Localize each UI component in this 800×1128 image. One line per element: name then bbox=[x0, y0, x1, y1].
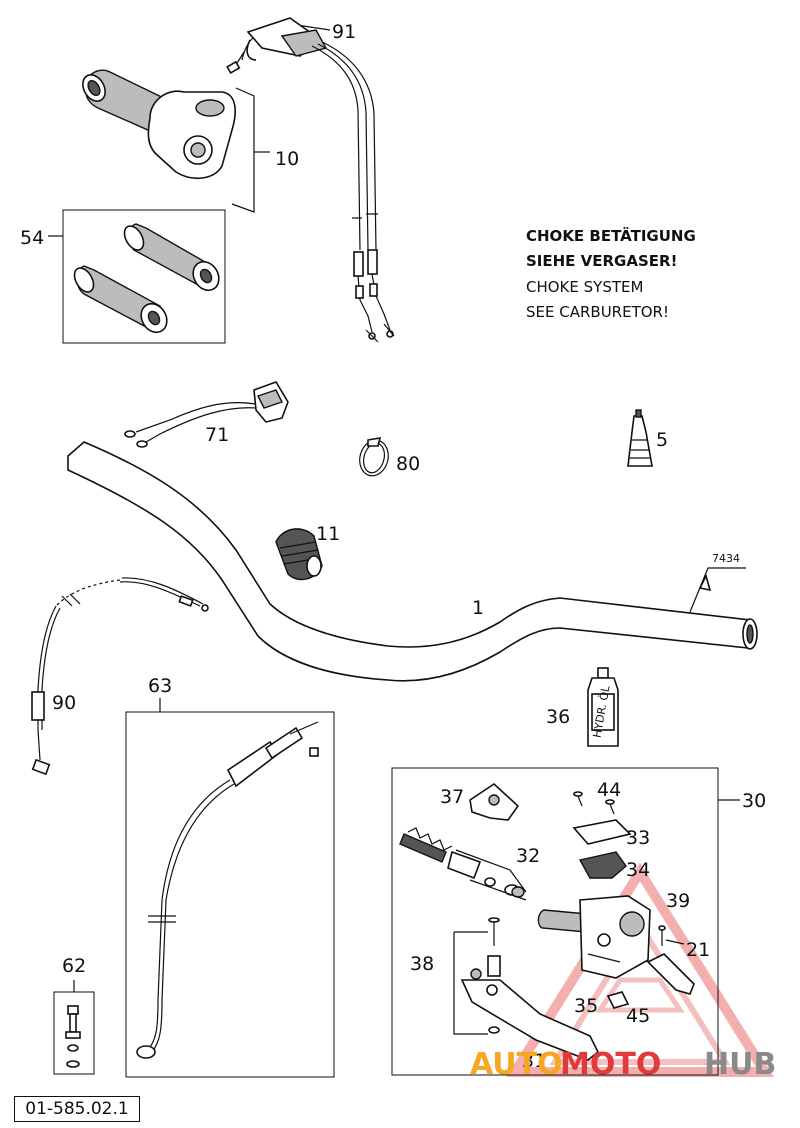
part-number-71: 71 bbox=[205, 424, 229, 446]
part-number-1: 1 bbox=[472, 597, 484, 619]
svg-text:HUB: HUB bbox=[704, 1047, 776, 1082]
part-number-36: 36 bbox=[546, 706, 570, 728]
clamp-ring-part bbox=[359, 437, 389, 477]
svg-text:MOTO: MOTO bbox=[560, 1047, 661, 1082]
reservoir-cover-part bbox=[572, 819, 632, 845]
small-part-35 bbox=[606, 991, 630, 1009]
switch-part-71 bbox=[124, 381, 289, 448]
part-number-44: 44 bbox=[597, 779, 621, 801]
throttle-cables-assembly bbox=[226, 17, 395, 343]
part-number-45: 45 bbox=[626, 1005, 650, 1027]
part-number-37: 37 bbox=[440, 786, 464, 808]
cable-box-63 bbox=[125, 711, 335, 1078]
part-number-30: 30 bbox=[742, 790, 766, 812]
grips-pair-part bbox=[73, 223, 220, 334]
leader-bracket-10 bbox=[231, 87, 255, 213]
part-number-80: 80 bbox=[396, 453, 420, 475]
leader-line-7434 bbox=[689, 567, 746, 613]
part-number-90: 90 bbox=[52, 692, 76, 714]
master-cylinder-body-part bbox=[537, 895, 651, 979]
clutch-cable-part bbox=[136, 721, 319, 1059]
part-number-54: 54 bbox=[20, 227, 44, 249]
brake-lever-part bbox=[460, 968, 600, 1061]
throttle-grip-part bbox=[82, 69, 236, 179]
part-number-31: 31 bbox=[522, 1050, 546, 1072]
pivot-screw-part-21 bbox=[646, 925, 695, 995]
part-number-35: 35 bbox=[574, 995, 598, 1017]
document-code: 01-585.02.1 bbox=[14, 1096, 140, 1122]
cable-part-90 bbox=[31, 577, 209, 776]
grips-box-54 bbox=[62, 209, 226, 344]
part-number-21: 21 bbox=[686, 939, 710, 961]
bellows-part bbox=[275, 528, 323, 581]
part-number-10: 10 bbox=[275, 148, 299, 170]
oil-bottle-part bbox=[587, 667, 619, 747]
bracket-part-37 bbox=[469, 782, 520, 821]
part-number-63: 63 bbox=[148, 675, 172, 697]
leader-line-21 bbox=[665, 939, 685, 945]
note-choke-de-1: CHOKE BETÄTIGUNG bbox=[526, 226, 696, 245]
part-number-91: 91 bbox=[332, 21, 356, 43]
part-number-34: 34 bbox=[626, 859, 650, 881]
leader-bracket-38 bbox=[453, 931, 488, 1035]
part-number-33: 33 bbox=[626, 827, 650, 849]
svg-text:AUTO: AUTO bbox=[470, 1047, 563, 1082]
part-number-62: 62 bbox=[62, 955, 86, 977]
note-choke-de-2: SIEHE VERGASER! bbox=[526, 252, 677, 270]
part-number-5: 5 bbox=[656, 429, 668, 451]
piston-spring-part-32 bbox=[399, 827, 527, 901]
part-number-32: 32 bbox=[516, 845, 540, 867]
small-plug-7434 bbox=[698, 573, 712, 592]
cable-nipple-part bbox=[65, 1005, 81, 1068]
grease-tube-part bbox=[627, 409, 653, 467]
screws-part-44 bbox=[573, 791, 615, 815]
note-choke-en-2: SEE CARBURETOR! bbox=[526, 303, 669, 321]
watermark-logo bbox=[505, 862, 775, 1077]
note-choke-en-1: CHOKE SYSTEM bbox=[526, 278, 643, 296]
watermark-text: AUTO MOTO HUB bbox=[470, 1047, 776, 1082]
part-number-39: 39 bbox=[666, 890, 690, 912]
bolt-bush-part-38 bbox=[487, 917, 501, 1034]
part-number-11: 11 bbox=[316, 523, 340, 545]
handlebar-part bbox=[67, 441, 758, 682]
master-cylinder-box-30 bbox=[391, 767, 719, 1076]
part-number-7434: 7434 bbox=[712, 552, 740, 565]
diaphragm-part bbox=[578, 851, 627, 879]
part-number-38: 38 bbox=[410, 953, 434, 975]
